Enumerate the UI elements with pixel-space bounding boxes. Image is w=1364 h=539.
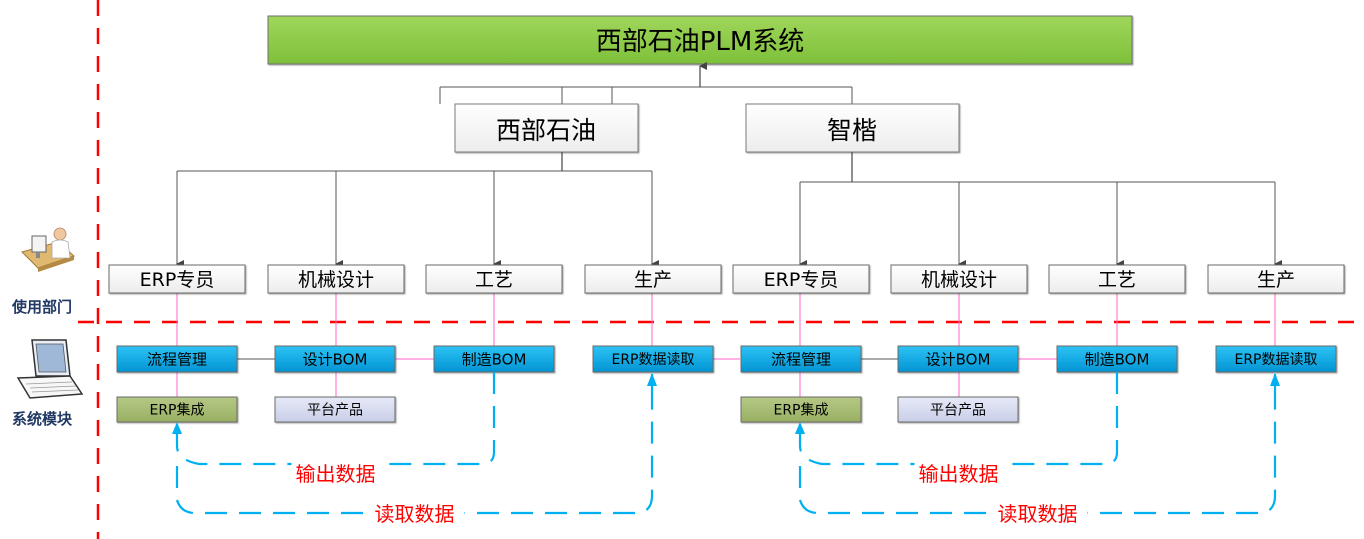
output-arrow-head [795, 422, 805, 434]
module-process: 流程管理 [740, 345, 862, 373]
company-box-xibu: 西部石油 [454, 87, 639, 153]
department-box: 工艺 [1048, 264, 1186, 294]
module-platform-product: 平台产品 [274, 396, 396, 423]
module-platform-product-label: 平台产品 [307, 403, 363, 419]
module-erp-integration-label: ERP集成 [773, 402, 828, 419]
department-box-label: 生产 [634, 269, 672, 291]
label-backdrop [291, 458, 380, 476]
output-data-flow [798, 372, 1119, 466]
module-erp-integration: ERP集成 [116, 396, 238, 423]
read-data-label: 读取数据 [375, 502, 455, 526]
read-data-flow [798, 388, 1277, 515]
company-name: 西部石油 [496, 116, 596, 145]
module-design-bom: 设计BOM [897, 345, 1019, 373]
module-mfg-bom-label: 制造BOM [462, 350, 527, 368]
department-box-label: 机械设计 [921, 269, 997, 291]
department-box: 机械设计 [267, 264, 405, 294]
title-box: 西部石油PLM系统 [267, 15, 1133, 65]
module-erp-read: ERP数据读取 [1215, 345, 1337, 373]
module-design-bom-label: 设计BOM [303, 350, 368, 368]
label-backdrop [914, 458, 1003, 476]
module-mfg-bom: 制造BOM [1056, 345, 1178, 373]
department-box: ERP专员 [108, 264, 246, 294]
department-box-label: ERP专员 [140, 269, 215, 291]
module-erp-read-label: ERP数据读取 [611, 351, 694, 368]
department-box: 生产 [584, 264, 722, 294]
department-box-label: 生产 [1257, 269, 1295, 291]
user-at-desk-icon [21, 227, 75, 272]
module-erp-read-label: ERP数据读取 [1234, 351, 1317, 368]
output-arrow-head [172, 422, 182, 434]
department-box-label: 工艺 [475, 269, 513, 291]
read-arrow-head [647, 373, 657, 386]
module-design-bom: 设计BOM [274, 345, 396, 373]
department-box: 生产 [1207, 264, 1345, 294]
label-backdrop [364, 506, 465, 522]
department-box-label: 工艺 [1098, 269, 1136, 291]
module-process: 流程管理 [116, 345, 238, 373]
module-erp-read: ERP数据读取 [592, 345, 714, 373]
module-mfg-bom: 制造BOM [433, 345, 555, 373]
title-text: 西部石油PLM系统 [596, 27, 805, 57]
module-platform-product-label: 平台产品 [930, 403, 986, 419]
company-name: 智楷 [827, 116, 877, 145]
department-box-label: ERP专员 [764, 269, 839, 291]
laptop-icon [16, 339, 84, 399]
module-process-label: 流程管理 [771, 350, 831, 368]
read-data-flow [175, 388, 654, 515]
module-mfg-bom-label: 制造BOM [1085, 350, 1150, 368]
module-platform-product: 平台产品 [897, 396, 1019, 423]
department-box: 机械设计 [890, 264, 1028, 294]
read-arrow-head [1270, 373, 1280, 386]
output-data-flow [175, 372, 496, 466]
department-box: ERP专员 [732, 264, 870, 294]
label-backdrop [987, 506, 1088, 522]
module-process-label: 流程管理 [147, 350, 207, 368]
module-erp-integration: ERP集成 [740, 396, 862, 423]
side-label-modules: 系统模块 [12, 410, 73, 428]
module-design-bom-label: 设计BOM [926, 350, 991, 368]
read-data-label: 读取数据 [998, 502, 1078, 526]
department-box: 工艺 [425, 264, 563, 294]
module-erp-integration-label: ERP集成 [149, 402, 204, 419]
output-data-label: 输出数据 [919, 462, 999, 486]
department-box-label: 机械设计 [298, 269, 374, 291]
side-label-departments: 使用部门 [11, 298, 72, 316]
company-box-zhikai: 智楷 [745, 87, 960, 153]
output-data-label: 输出数据 [296, 462, 376, 486]
